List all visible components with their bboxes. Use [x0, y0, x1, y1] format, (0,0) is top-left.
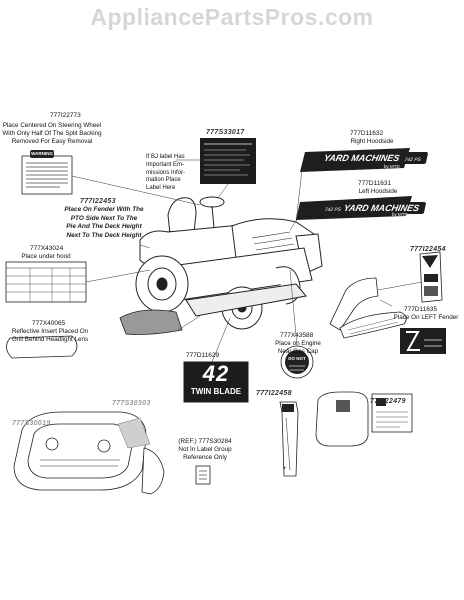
part-number-777i22479: 777I22479: [370, 398, 406, 405]
deck-shadow-decal: [117, 417, 151, 449]
reflective-insert: [6, 335, 78, 359]
hood-chart-decal: [5, 261, 87, 303]
part-number-777d11629: 777D11629: [186, 352, 220, 359]
reflective-insert-label: Reflective Insert Placed On Grill Behind…: [2, 328, 98, 344]
deck-side-decal: [141, 447, 165, 495]
label-line: Place On Fender With The: [64, 206, 144, 213]
steering-decal-instructions: Place Centered On Steering Wheel With On…: [2, 122, 102, 147]
hood-chart-label: Place under hood: [21, 253, 71, 260]
part-number-777x43588: 777X43588: [280, 332, 314, 339]
part-number-777d11635: 777D11635: [404, 306, 438, 313]
tall-fender-decal: [419, 251, 443, 303]
lawn-tractor-illustration: [135, 196, 323, 330]
label-line: Important Em-: [146, 161, 185, 168]
part-number-777x40065: 777X40065: [32, 320, 66, 327]
part-number-777s30284: (REF.) 777S30284: [178, 438, 232, 445]
left-hoodside-label: Left Hoodside: [358, 188, 398, 195]
part-number-777x43024: 777X43024: [30, 245, 64, 252]
twin-blade-text: TWIN BLADE: [190, 387, 242, 396]
reference-decal: [195, 465, 211, 485]
model-text: 742 PS: [403, 157, 422, 163]
fender-decal: [119, 309, 183, 335]
warning-sticker-title: WARNING: [31, 151, 53, 156]
label-line: Next To The Deck Height: [66, 231, 142, 239]
label-line: Label Here: [146, 185, 176, 192]
label-line: If BJ label Has: [146, 154, 185, 160]
part-number-777i22773: 777I22773: [50, 112, 81, 119]
label-line: Grill Behind Headlight Lens: [11, 336, 89, 344]
gas-cap-sticker-text: DO NOT: [288, 356, 306, 361]
reference-label: Not In Label Group Reference Only: [166, 446, 244, 462]
brand-text: YARD MACHINES: [322, 153, 401, 163]
right-hoodside-sub: by MTD: [384, 164, 400, 169]
label-line: mation Place: [146, 177, 181, 184]
label-line: Near Gas Cap: [277, 348, 319, 356]
label-line: missions Infor-: [146, 169, 186, 176]
deck-cover-decal: [13, 411, 147, 491]
label-line: With Only Half Of The Split Backing: [2, 130, 102, 138]
emissions-label-decal: [200, 138, 256, 184]
leader-lines: [71, 159, 423, 363]
left-hoodside-brand: 742 PS YARD MACHINES: [314, 202, 427, 214]
part-number-777i22454: 777I22454: [410, 246, 446, 253]
right-hoodside-label: Right Hoodside: [350, 138, 394, 145]
twin-blade-decal: 42 TWIN BLADE: [184, 362, 248, 402]
label-line: PTO Side Next To The: [70, 214, 138, 222]
speed-selector-decal: [400, 328, 446, 354]
label-line: Not In Label Group: [178, 446, 232, 453]
label-line: Reflective Insert Placed On: [11, 328, 89, 335]
label-line: Place on Engine: [275, 340, 321, 347]
gas-cap-decal: [280, 345, 314, 379]
bj-label-note: If BJ label Has Important Em- missions I…: [146, 154, 198, 193]
vertical-strip-decal: [279, 401, 299, 477]
part-number-777s33017: 777S33017: [206, 129, 245, 136]
fender-decal-instructions: Place On Fender With The PTO Side Next T…: [50, 206, 158, 241]
left-fender-label: Place On LEFT Fender: [393, 314, 459, 321]
left-hoodside-sub: by MTD: [392, 212, 408, 217]
label-line: Removed For Easy Removal: [11, 138, 93, 146]
label-line: Reference Only: [183, 454, 227, 462]
fuel-tank-decal: [315, 391, 413, 447]
gas-cap-label: Place on Engine Near Gas Cap: [268, 340, 328, 356]
part-number-777s30019: 777S30019: [12, 420, 51, 427]
label-line: Place Centered On Steering Wheel: [2, 122, 102, 129]
label-line: Pie And The Deck Height: [66, 223, 142, 231]
right-hoodside-brand: YARD MACHINES 742 PS: [316, 152, 429, 164]
part-number-777s30303: 777S30303: [112, 400, 151, 407]
part-number-777d11631: 777D11631: [358, 180, 392, 187]
left-fender-decal: [329, 277, 407, 339]
watermark: AppliancePartsPros.com: [90, 4, 374, 30]
brand-text: YARD MACHINES: [342, 203, 421, 213]
part-number-777i22458: 777I22458: [256, 390, 292, 397]
deck-size: 42: [202, 361, 230, 386]
part-number-777i22453: 777I22453: [80, 198, 116, 205]
small-marker: +: [283, 466, 287, 472]
model-text: 742 PS: [323, 207, 342, 213]
steering-warning-decal: [21, 150, 73, 195]
part-number-777d11632: 777D11632: [350, 130, 384, 137]
